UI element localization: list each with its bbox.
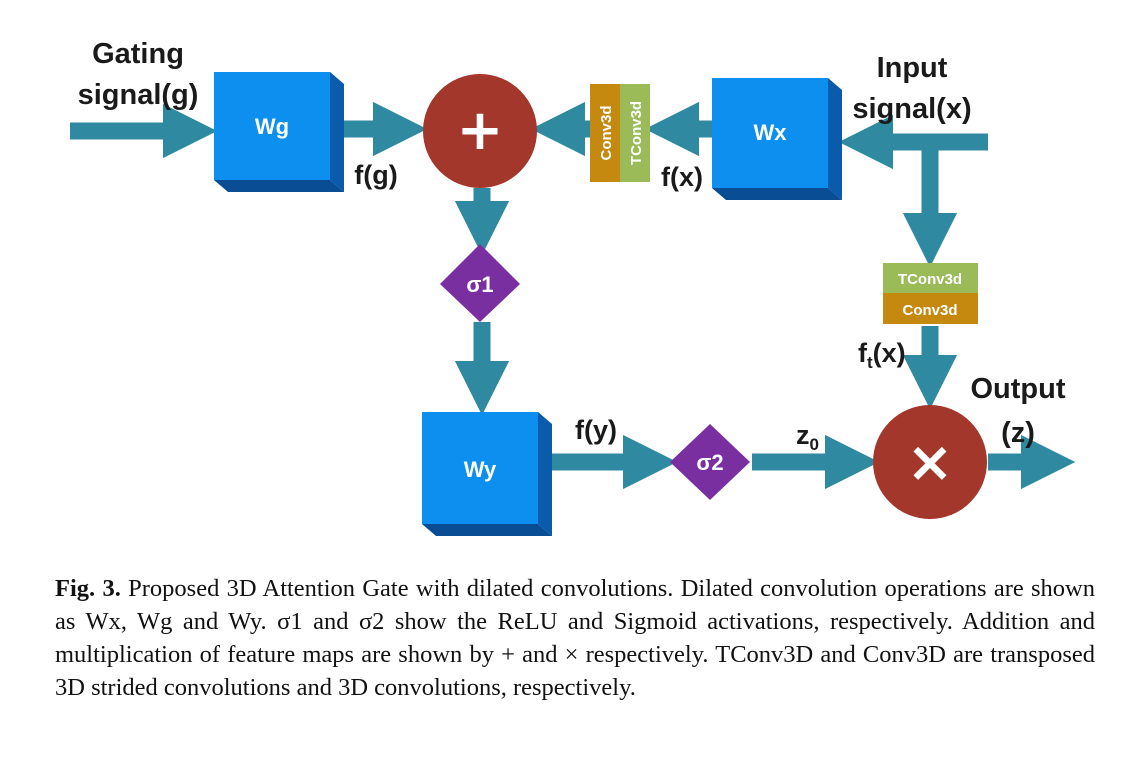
multiplication-node: × [873,405,987,519]
wy-label: Wy [464,457,497,482]
caption-text: Proposed 3D Attention Gate with dilated … [55,575,1095,701]
z0-sub: 0 [810,435,819,454]
wy-block: Wy [422,412,552,536]
output-label-line2: (z) [1001,417,1035,449]
conv3d-horizontal-label: Conv3d [902,302,957,319]
caption-fig-label: Fig. 3. [55,575,121,602]
sigma1-label: σ1 [466,272,493,297]
figure-caption: Fig. 3. Proposed 3D Attention Gate with … [55,572,1095,704]
conv-bars-horizontal: TConv3d Conv3d [883,263,978,324]
tconv3d-vertical-label: TConv3d [628,101,645,165]
conv-bars-vertical: Conv3d TConv3d [590,84,650,182]
input-signal-label-line2: signal(x) [852,93,971,125]
wx-block: Wx [712,78,842,200]
input-signal-label-line1: Input [877,52,948,84]
gating-signal-label-line1: Gating [92,38,184,70]
sigma2-label: σ2 [696,450,723,475]
plus-icon: + [457,98,504,163]
tconv3d-horizontal-label: TConv3d [898,271,962,288]
gating-signal-label-line2: signal(g) [78,79,199,111]
sigma1-node: σ1 [440,244,520,322]
output-label-line1: Output [970,373,1065,405]
ft-x-f: f [858,338,868,368]
addition-node: + [423,74,537,188]
fx-label: f(x) [661,162,703,192]
ft-x-sub: t [867,353,873,372]
ft-x-rest: (x) [873,338,906,368]
z0-z: z [796,420,810,450]
attention-gate-diagram: Wg Wx Wy + × σ1 σ2 Conv3d TConv3d [70,38,1076,536]
fg-label: f(g) [354,160,397,190]
wg-block: Wg [214,72,344,192]
ft-x-label: ft(x) [858,338,906,372]
arrows [70,101,1076,490]
wg-label: Wg [255,114,289,139]
wx-label: Wx [754,120,788,145]
times-icon: × [907,430,954,495]
conv3d-vertical-label: Conv3d [598,105,615,160]
z0-label: z0 [796,420,819,454]
fy-label: f(y) [575,415,617,445]
sigma2-node: σ2 [670,424,750,500]
